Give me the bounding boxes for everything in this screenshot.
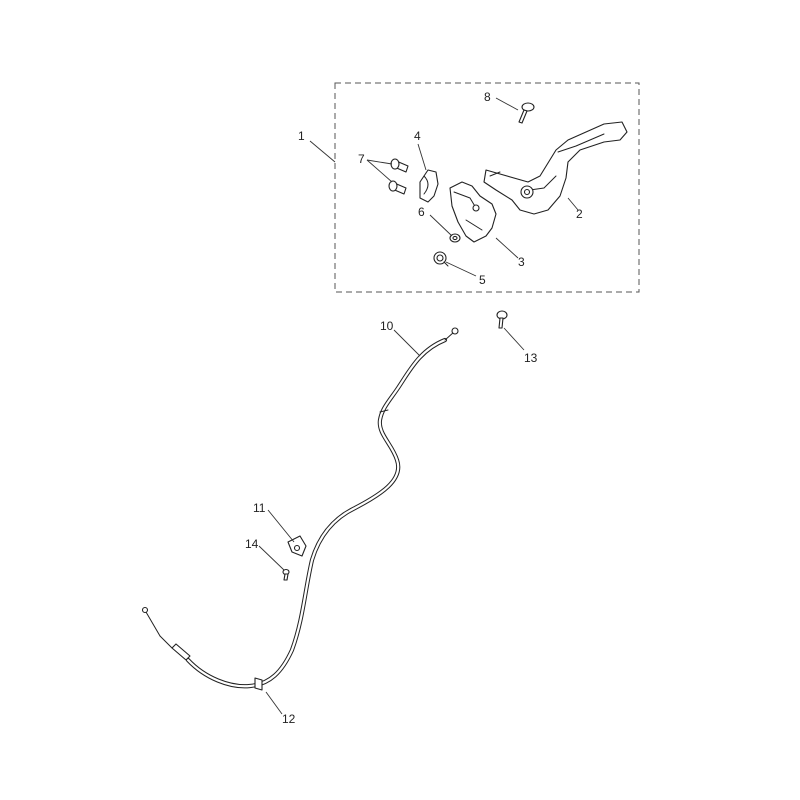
callout-4: 4 <box>414 129 421 143</box>
callout-2: 2 <box>576 207 583 221</box>
callout-13: 13 <box>524 351 538 365</box>
cable-adjuster <box>433 251 449 267</box>
screw-14 <box>282 568 290 581</box>
callout-10: 10 <box>380 319 394 333</box>
pivot-nut <box>449 233 461 243</box>
callout-1: 1 <box>298 129 305 143</box>
pivot-bolt <box>518 102 535 124</box>
bolt-13 <box>496 310 508 329</box>
callout-3: 3 <box>518 255 525 269</box>
clutch-cable <box>141 327 459 691</box>
callout-6: 6 <box>418 205 425 219</box>
callout-11: 11 <box>253 501 266 515</box>
callout-12: 12 <box>282 712 296 726</box>
lever-assembly-group-box <box>334 82 640 293</box>
lever-bracket <box>449 181 497 243</box>
leader-lines <box>258 97 579 715</box>
callout-5: 5 <box>479 273 486 287</box>
callout-8: 8 <box>484 90 491 104</box>
callout-labels: 1 2 3 4 5 6 7 8 10 11 12 13 14 <box>245 90 583 726</box>
cable-guide-clip <box>287 535 307 557</box>
callout-14: 14 <box>245 537 259 551</box>
clutch-lever <box>483 121 628 215</box>
callout-7: 7 <box>358 152 365 166</box>
handlebar-clamp <box>419 169 439 203</box>
clamp-bolt-lower <box>388 180 407 195</box>
clamp-bolt-upper <box>390 158 409 173</box>
